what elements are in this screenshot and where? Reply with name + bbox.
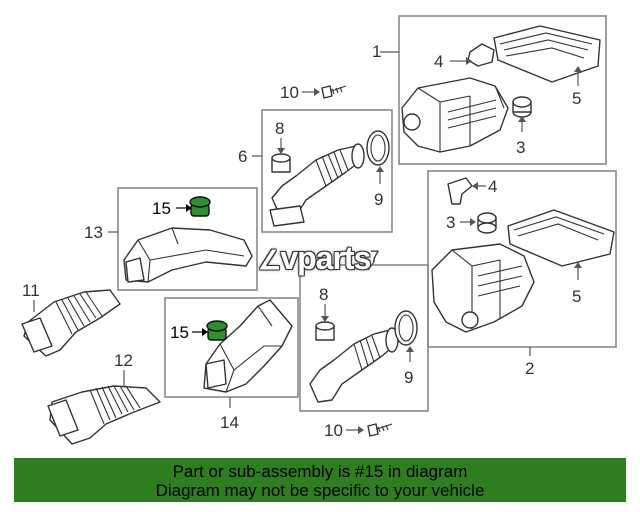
callout-15b: 15 xyxy=(170,323,189,342)
callout-1: 1 xyxy=(372,42,381,61)
callout-4b: 4 xyxy=(488,177,497,196)
callout-5b: 5 xyxy=(572,287,581,306)
grommet-8b xyxy=(315,321,335,341)
callout-10b: 10 xyxy=(324,421,343,440)
intake-duct-6 xyxy=(269,143,365,227)
grommet-3a xyxy=(512,96,532,118)
callout-13: 13 xyxy=(84,223,103,242)
inlet-duct-14 xyxy=(203,299,293,393)
assembly-box-13 xyxy=(117,187,258,291)
assembly-box-1 xyxy=(398,15,607,165)
callout-5a: 5 xyxy=(572,89,581,108)
callout-9a: 9 xyxy=(374,190,383,209)
assembly-box-7 xyxy=(299,264,429,412)
air-cleaner-housing-lower xyxy=(431,243,535,333)
sensor-4b xyxy=(447,177,473,205)
grommet-3b xyxy=(477,212,497,234)
air-filter-element-2 xyxy=(507,209,615,267)
callout-4a: 4 xyxy=(434,52,443,71)
footer-line-2: Diagram may not be specific to your vehi… xyxy=(155,481,485,500)
clip-15a-highlighted[interactable] xyxy=(189,196,211,217)
assembly-box-2 xyxy=(427,170,617,348)
bolt-10b xyxy=(367,423,393,437)
callout-11: 11 xyxy=(22,281,40,300)
sensor-4a xyxy=(467,43,495,67)
callout-6: 6 xyxy=(238,147,247,166)
assembly-box-6 xyxy=(261,109,393,233)
callout-2: 2 xyxy=(525,359,534,378)
callout-12: 12 xyxy=(114,351,133,370)
watermark-logo: ∠vparts xyxy=(258,240,371,276)
callout-15a: 15 xyxy=(152,199,171,218)
assembly-box-14 xyxy=(164,297,299,398)
callout-9b: 9 xyxy=(404,368,413,387)
callout-7: 7 xyxy=(370,247,379,266)
callout-8b: 8 xyxy=(319,285,328,304)
bellows-hose-11 xyxy=(21,289,121,357)
callout-8a: 8 xyxy=(275,119,284,138)
callout-10a: 10 xyxy=(280,83,299,102)
seal-ring-9a xyxy=(366,130,390,166)
callout-3a: 3 xyxy=(516,138,525,157)
seal-ring-9b xyxy=(394,310,418,346)
footer-line-1: Part or sub-assembly is #15 in diagram xyxy=(172,462,468,481)
bolt-10a xyxy=(321,85,347,99)
grommet-8a xyxy=(271,153,291,173)
air-cleaner-housing-upper xyxy=(401,77,509,153)
callout-3b: 3 xyxy=(446,213,455,232)
air-filter-element-1 xyxy=(493,25,601,83)
bellows-hose-12 xyxy=(47,385,161,445)
callout-14: 14 xyxy=(220,413,239,432)
clip-15b-highlighted[interactable] xyxy=(206,320,228,341)
footer-banner: Part or sub-assembly is #15 in diagram D… xyxy=(14,458,626,502)
inlet-duct-13 xyxy=(123,227,253,283)
